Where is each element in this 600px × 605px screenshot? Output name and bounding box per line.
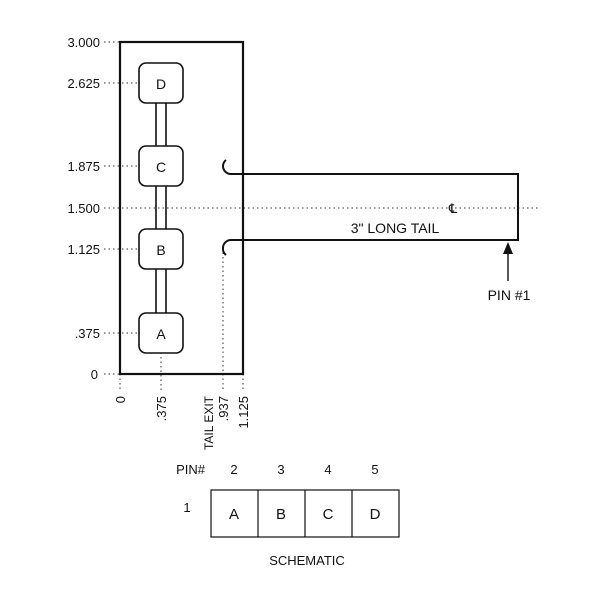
y-tick-1875: 1.875 xyxy=(67,159,100,174)
pin1-arrow-head xyxy=(503,242,513,254)
y-tick-3000: 3.000 xyxy=(67,35,100,50)
pads: D C B A xyxy=(138,62,184,354)
y-tick-2625: 2.625 xyxy=(67,76,100,91)
y-axis-labels: 3.000 2.625 1.875 1.500 1.125 .375 0 xyxy=(67,35,100,382)
switch-body-outline xyxy=(118,40,245,376)
schematic-caption: SCHEMATIC xyxy=(269,553,345,568)
y-tick-1125: 1.125 xyxy=(67,242,100,257)
pad-b: B xyxy=(138,228,184,270)
schematic-pin-2: 2 xyxy=(230,462,237,477)
pad-d-label: D xyxy=(156,76,166,92)
tail-relief-top xyxy=(221,159,232,175)
schematic-cell-d: D xyxy=(370,506,381,523)
x-tick-0375: .375 xyxy=(154,396,169,421)
pad-d: D xyxy=(138,62,184,104)
pad-b-shape xyxy=(138,228,184,270)
pad-a-label: A xyxy=(156,326,166,342)
schematic-pin-header: PIN# xyxy=(176,462,206,477)
tail-length-label: 3" LONG TAIL xyxy=(351,220,440,236)
x-axis-labels: 0 .375 TAIL EXIT .937 1.125 xyxy=(113,395,251,450)
schematic-pin-4: 4 xyxy=(324,462,331,477)
pad-c-label: C xyxy=(156,159,166,175)
schematic-cell-b: B xyxy=(276,506,286,523)
schematic-pin-1: 1 xyxy=(183,500,190,515)
x-tick-1125: 1.125 xyxy=(236,396,251,429)
schematic-pin-3: 3 xyxy=(277,462,284,477)
tail-relief-bottom xyxy=(221,239,232,256)
pad-c: C xyxy=(138,145,184,187)
pad-a: A xyxy=(138,312,184,354)
pad-c-shape xyxy=(138,145,184,187)
centerline-symbol: ℄ xyxy=(448,201,458,216)
x-tick-0: 0 xyxy=(113,396,128,403)
tail-outline xyxy=(231,173,519,241)
pin1-label: PIN #1 xyxy=(488,287,531,303)
y-tick-0375: .375 xyxy=(75,326,100,341)
tail xyxy=(221,159,519,256)
x-tick-0937: .937 xyxy=(216,396,231,421)
pad-a-shape xyxy=(138,312,184,354)
y-tick-0: 0 xyxy=(91,367,98,382)
schematic-cell-a: A xyxy=(229,506,239,523)
y-tick-1500: 1.500 xyxy=(67,201,100,216)
tail-exit-label: TAIL EXIT xyxy=(202,395,216,450)
x-dimension-leaders xyxy=(119,248,244,392)
pad-b-label: B xyxy=(156,242,165,258)
pad-d-shape xyxy=(138,62,184,104)
y-dimension-leaders xyxy=(104,41,540,375)
schematic: PIN# 2 3 4 5 1 A B C D SCHEMATIC xyxy=(176,462,400,568)
pin1-arrow xyxy=(503,242,513,281)
schematic-pin-5: 5 xyxy=(371,462,378,477)
schematic-cell-c: C xyxy=(323,506,334,523)
pad-traces xyxy=(155,103,167,313)
